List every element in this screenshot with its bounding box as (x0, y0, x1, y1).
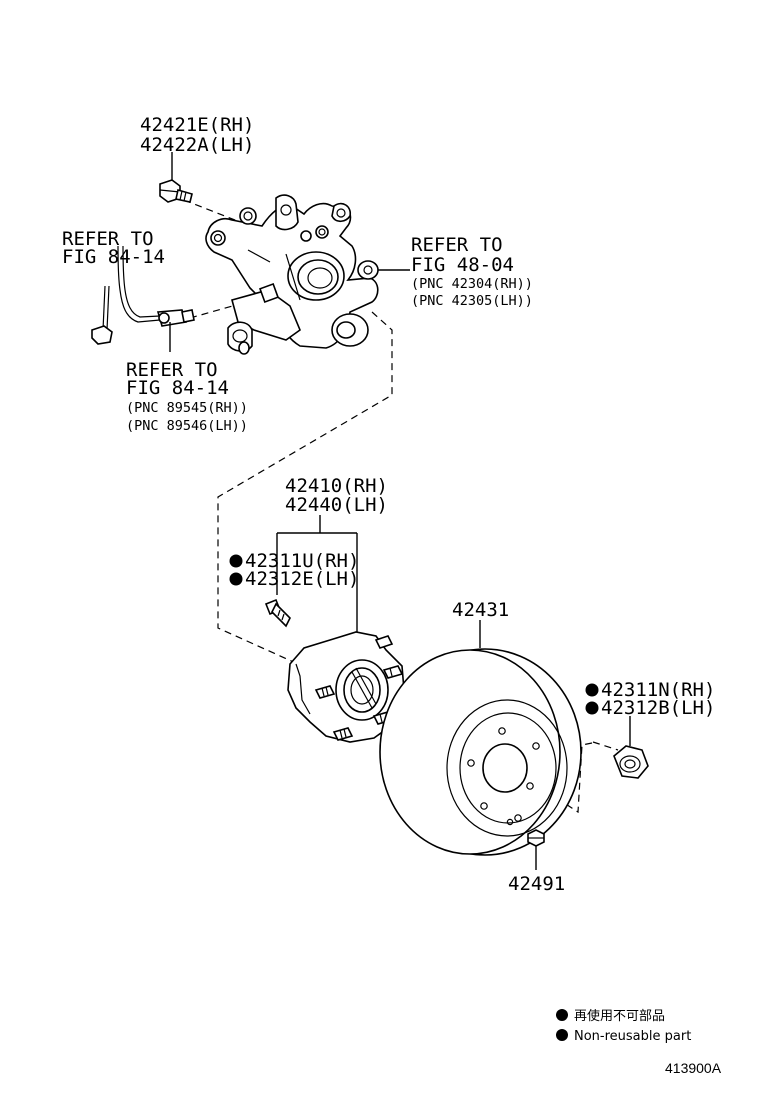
refer-knuckle-line2[interactable]: FIG 48-04 (411, 254, 514, 276)
refer-knuckle-pnc-rh: (PNC 42304(RH)) (411, 276, 533, 292)
bolt-rh-label: 42421E(RH) (140, 114, 254, 136)
leader-lines (169, 152, 631, 870)
refer-knuckle-line1[interactable]: REFER TO (411, 234, 503, 256)
refer-sensor-bottom-line2[interactable]: FIG 84-14 (126, 377, 229, 399)
non-reusable-bullet (585, 701, 599, 715)
refer-sensor-pnc-rh: (PNC 89545(RH)) (126, 400, 248, 416)
hub-bolt-rh-label: 42311U(RH) (245, 550, 359, 572)
nut-lh-label: 42312B(LH) (601, 697, 715, 719)
hub-bolt-lh-label: 42312E(LH) (245, 568, 359, 590)
plug-label: 42491 (508, 873, 565, 895)
hub-rh-label: 42410(RH) (285, 475, 388, 497)
nut-rh-label: 42311N(RH) (601, 679, 715, 701)
legend: 再使用不可部品 Non-reusable part (556, 1008, 691, 1044)
callout-labels: 42421E(RH) 42422A(LH) REFER TO FIG 84-14… (62, 114, 715, 895)
legend-bullet (556, 1009, 568, 1021)
steering-knuckle[interactable] (205, 194, 379, 355)
figure-code: 413900A (665, 1060, 722, 1076)
hub-nut[interactable] (613, 745, 649, 779)
hub-lh-label: 42440(LH) (285, 494, 388, 516)
non-reusable-bullet (229, 572, 243, 586)
knuckle-bolt[interactable] (159, 179, 193, 203)
legend-bullet (556, 1029, 568, 1041)
axle-hub[interactable] (287, 631, 405, 743)
legend-jp: 再使用不可部品 (574, 1008, 665, 1024)
refer-sensor-bottom-line1[interactable]: REFER TO (126, 359, 218, 381)
disc-rotor[interactable] (379, 648, 582, 856)
legend-en: Non-reusable part (574, 1029, 691, 1044)
non-reusable-bullet (585, 683, 599, 697)
non-reusable-bullet (229, 554, 243, 568)
refer-knuckle-pnc-lh: (PNC 42305(LH)) (411, 293, 533, 309)
speed-sensor[interactable] (91, 245, 195, 345)
hub-bolt[interactable] (264, 598, 291, 628)
refer-sensor-top-line2[interactable]: FIG 84-14 (62, 246, 165, 268)
bolt-lh-label: 42422A(LH) (140, 134, 254, 156)
refer-sensor-top-line1[interactable]: REFER TO (62, 228, 154, 250)
hole-plug[interactable] (527, 829, 545, 847)
disc-label: 42431 (452, 599, 509, 621)
refer-sensor-pnc-lh: (PNC 89546(LH)) (126, 418, 248, 434)
